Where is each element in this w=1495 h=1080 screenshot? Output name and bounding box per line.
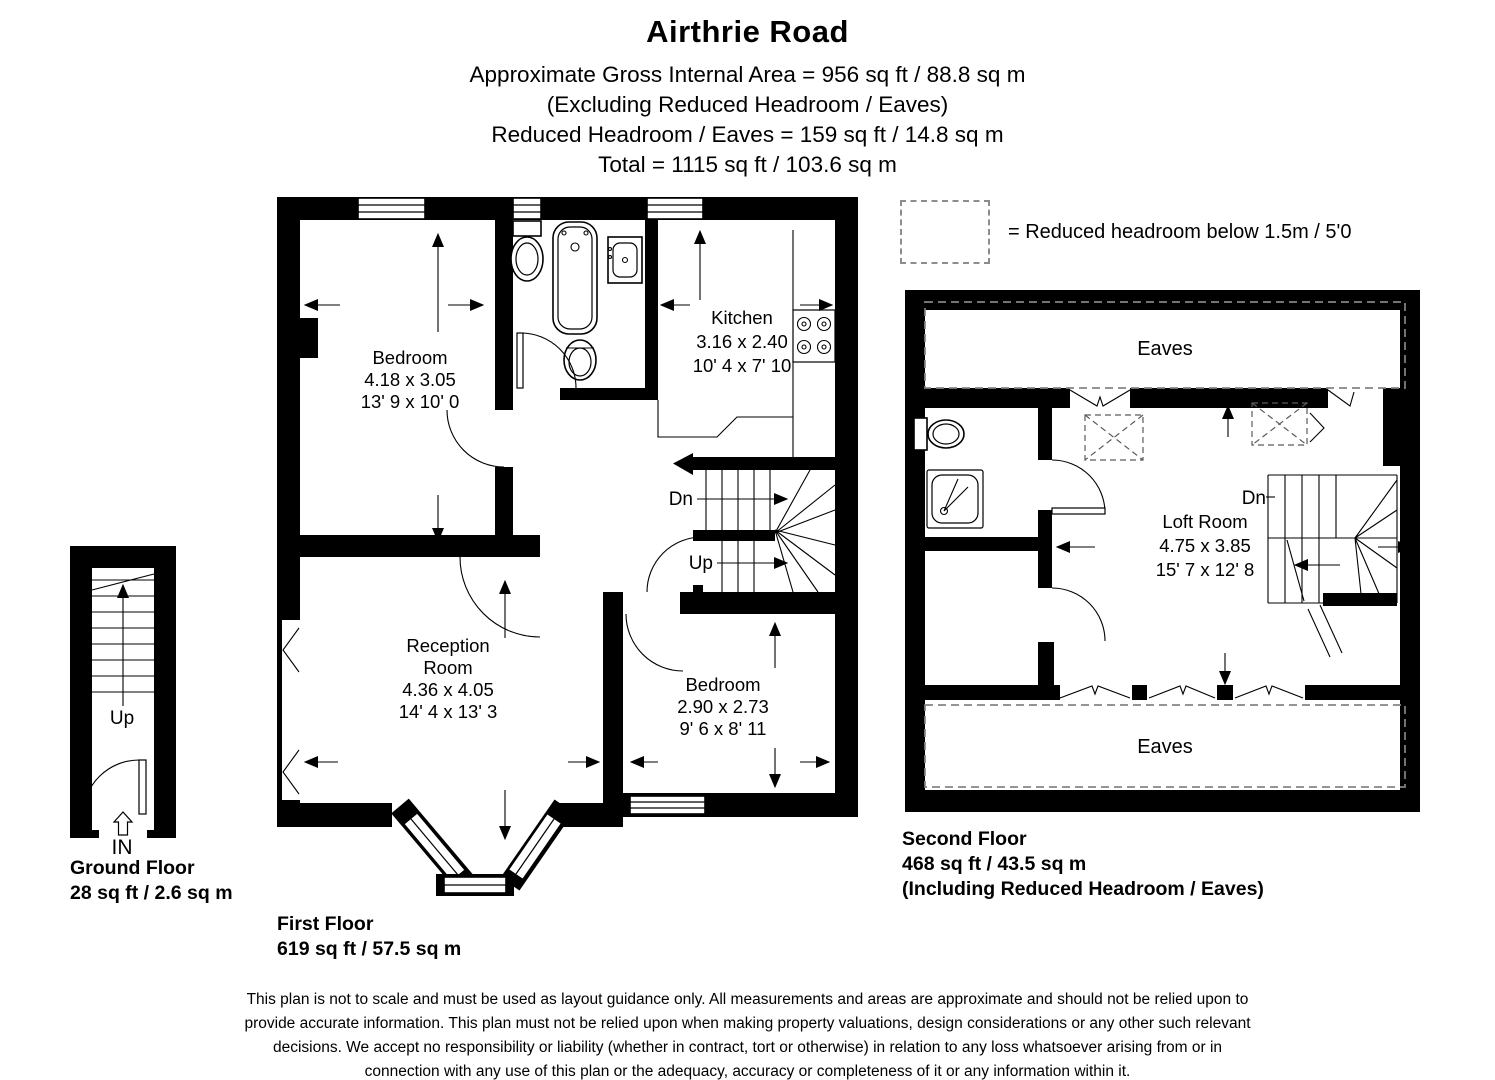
bedroom-rear-name: Bedroom (685, 674, 760, 695)
reception-size-metric: 4.36 x 4.05 (402, 679, 494, 700)
ground-floor-label: Ground Floor 28 sq ft / 2.6 sq m (70, 856, 233, 906)
ground-floor-plan: Up IN (70, 546, 176, 859)
second-floor-plan: Eaves Eaves (905, 290, 1420, 812)
window-icon (646, 197, 704, 220)
loft-room-name: Loft Room (1162, 511, 1247, 532)
stairs-down-label: Dn (669, 489, 693, 510)
stairs-icon (1267, 474, 1398, 604)
stairs-icon (646, 453, 836, 593)
windows (282, 197, 706, 815)
legend-label: = Reduced headroom below 1.5m / 5'0 (1008, 220, 1352, 243)
disclaimer-line3: decisions. We accept no responsibility o… (272, 1039, 1223, 1056)
sloped-opening-marks (1059, 389, 1355, 699)
ground-walls (70, 546, 176, 838)
loft-bathroom (913, 417, 1106, 642)
door-arc-icon (1051, 587, 1106, 642)
sink-icon (563, 339, 597, 381)
kitchen-size-imperial: 10' 4 x 7' 10 (693, 355, 792, 376)
legend: = Reduced headroom below 1.5m / 5'0 (900, 200, 1351, 264)
loft-room-size-metric: 4.75 x 3.85 (1159, 535, 1251, 556)
window-icon (357, 197, 426, 220)
reception-name-line1: Reception (406, 635, 489, 656)
bedroom-rear-size-imperial: 9' 6 x 8' 11 (680, 718, 767, 739)
stairs-icon (91, 573, 155, 706)
total-area: Total = 1115 sq ft / 103.6 sq m (598, 152, 897, 177)
kitchen-size-metric: 3.16 x 2.40 (696, 331, 788, 352)
toilet-icon (510, 220, 544, 282)
gross-internal-area: Approximate Gross Internal Area = 956 sq… (469, 62, 1026, 87)
kitchen-boundary (657, 400, 794, 457)
door-arc-icon (459, 556, 541, 638)
first-floor-plan: Bedroom 4.18 x 3.05 13' 9 x 10' 0 Kitche… (277, 197, 858, 896)
window-icon (629, 795, 706, 815)
disclaimer-line4: connection with any use of this plan or … (364, 1063, 1131, 1080)
ground-floor-title: Ground Floor (70, 857, 195, 879)
door-arc-icon (1051, 459, 1106, 514)
header: Airthrie Road Approximate Gross Internal… (0, 14, 1495, 180)
bay-window (391, 798, 574, 896)
second-floor-label: Second Floor 468 sq ft / 43.5 sq m (Incl… (902, 827, 1264, 902)
bedroom-front-size-imperial: 13' 9 x 10' 0 (361, 391, 460, 412)
bedroom-rear-size-metric: 2.90 x 2.73 (677, 696, 769, 717)
bedroom-front-size-metric: 4.18 x 3.05 (364, 369, 456, 390)
door-arc-icon (646, 536, 703, 593)
disclaimer-line2: provide accurate information. This plan … (244, 1015, 1251, 1032)
second-floor-title: Second Floor (902, 828, 1027, 850)
entrance-label: IN (112, 836, 133, 859)
dimension-arrow-icon (1055, 404, 1413, 686)
door-arc-icon (82, 759, 147, 817)
door-leaf (1051, 507, 1106, 515)
stairs-up-label: Up (689, 553, 713, 574)
page-title: Airthrie Road (646, 14, 849, 49)
second-floor-note: (Including Reduced Headroom / Eaves) (902, 878, 1264, 900)
kitchen-name: Kitchen (711, 307, 773, 328)
eaves-rear-label: Eaves (1137, 736, 1193, 758)
eaves-front-zone (924, 301, 1406, 389)
bathtub-icon (552, 221, 598, 335)
hob-icon (792, 309, 836, 363)
sink-icon (607, 236, 643, 284)
eaves-rear-zone (924, 704, 1406, 788)
first-floor-area: 619 sq ft / 57.5 sq m (277, 938, 462, 960)
toilet-icon (913, 417, 965, 451)
door-leaf (516, 332, 524, 389)
reception-name-line2: Room (423, 657, 472, 678)
skylight-icon (1084, 414, 1144, 461)
reduced-headroom-swatch-icon (900, 200, 990, 264)
first-floor-label: First Floor 619 sq ft / 57.5 sq m (277, 912, 461, 962)
bedroom-front-name: Bedroom (372, 347, 447, 368)
window-icon (282, 620, 300, 800)
skylight-icon (1251, 402, 1308, 446)
eaves-front-label: Eaves (1137, 338, 1193, 360)
dimension-arrow-icon (303, 229, 834, 841)
disclaimer: This plan is not to scale and must be us… (0, 988, 1495, 1080)
door-arc-icon (520, 332, 577, 389)
first-floor-title: First Floor (277, 913, 374, 935)
window-icon (512, 197, 542, 220)
ground-floor-area: 28 sq ft / 2.6 sq m (70, 882, 233, 904)
disclaimer-line1: This plan is not to scale and must be us… (246, 991, 1249, 1008)
reception-size-imperial: 14' 4 x 13' 3 (399, 701, 498, 722)
loft-stairs-down-label: Dn (1242, 488, 1266, 509)
door-arc-icon (625, 613, 684, 672)
room-labels: Bedroom 4.18 x 3.05 13' 9 x 10' 0 Kitche… (361, 307, 792, 739)
second-floor-area: 468 sq ft / 43.5 sq m (902, 853, 1087, 875)
second-floor-walls (905, 290, 1420, 812)
loft-room-size-imperial: 15' 7 x 12' 8 (1156, 559, 1255, 580)
bathroom (510, 220, 643, 389)
entrance-arrow-icon (112, 811, 134, 836)
kitchen-fittings (657, 230, 836, 457)
ground-stairs-up-label: Up (110, 708, 134, 729)
door-arc-icon (446, 409, 505, 468)
reduced-headroom-area: Reduced Headroom / Eaves = 159 sq ft / 1… (491, 122, 1004, 147)
excluding-note: (Excluding Reduced Headroom / Eaves) (546, 92, 949, 117)
shower-icon (926, 469, 984, 529)
